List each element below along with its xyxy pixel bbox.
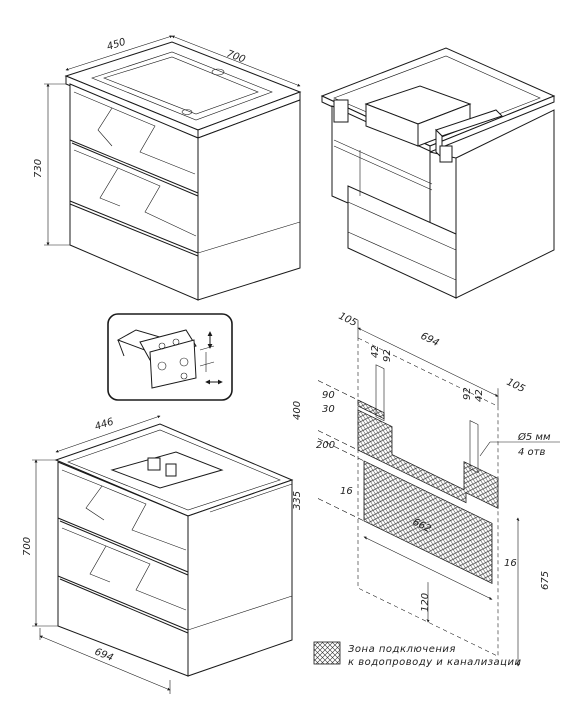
- holes-count-label: 4 отв: [518, 447, 545, 458]
- lower-right-16-label: 16: [504, 558, 517, 569]
- pipe-a-92-label: 92: [382, 349, 393, 362]
- width-700-label: 700: [225, 49, 247, 66]
- lower-zone-335-label: 335: [292, 491, 303, 510]
- holes-diameter-label: Ø5 мм: [517, 431, 551, 443]
- width-694-label: 694: [93, 647, 115, 664]
- upper-connection-zone: [357, 409, 499, 509]
- hinge-adjust-icon: [116, 329, 223, 389]
- floor-120-label: 120: [420, 593, 431, 612]
- connection-plan-labels: 694 105 105 42 92 92 42 400 90 30 200 33…: [292, 311, 560, 612]
- pipe-b-42-label: 42: [474, 389, 485, 402]
- upper-zone-400-label: 400: [292, 401, 303, 420]
- connection-plan: [318, 319, 520, 667]
- cabinet-open-view: [320, 47, 556, 299]
- pipe-b-92-label: 92: [462, 387, 473, 400]
- legend-line-2: к водопроводу и канализации: [348, 657, 521, 668]
- depth-446-label: 446: [94, 416, 116, 432]
- pipe-a-42-label: 42: [370, 345, 381, 358]
- total-675-label: 675: [540, 571, 551, 590]
- gap-200-label: 200: [316, 440, 335, 451]
- hatch-zone-icon: [313, 641, 341, 665]
- offset-90-label: 90: [322, 390, 335, 401]
- height-730-label: 730: [33, 159, 44, 178]
- height-700-label: 700: [22, 537, 33, 556]
- plan-offset-left-label: 105: [337, 311, 359, 329]
- offset-30-label: 30: [322, 404, 335, 415]
- legend: Зона подключения к водопроводу и канализ…: [313, 641, 521, 668]
- hinge-adjust-detail: [107, 313, 233, 401]
- lower-left-16-label: 16: [340, 486, 353, 497]
- legend-line-1: Зона подключения: [348, 644, 456, 655]
- plan-offset-right-label: 105: [505, 377, 527, 395]
- cabinet-694-view: 446 700 694: [22, 415, 294, 694]
- cabinet-700-view: 450 700 730: [33, 35, 302, 301]
- plan-width-694-label: 694: [419, 331, 441, 349]
- depth-450-label: 450: [106, 37, 127, 53]
